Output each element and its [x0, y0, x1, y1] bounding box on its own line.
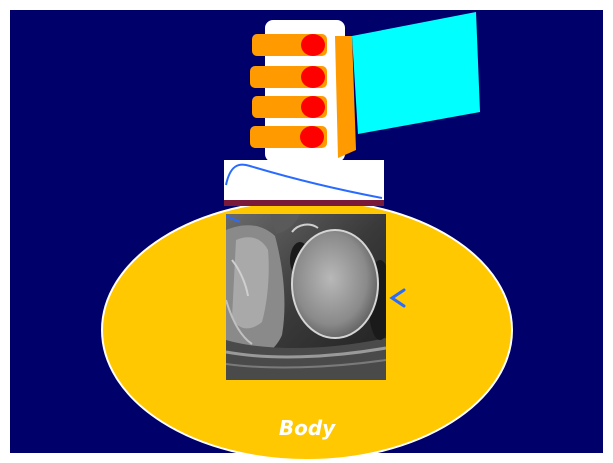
probe-band [224, 200, 384, 206]
ultrasound-image [226, 214, 392, 380]
finger [252, 96, 327, 118]
hand-icon [250, 20, 356, 162]
mass [292, 230, 378, 338]
finger [250, 126, 327, 148]
finger [252, 34, 327, 56]
ultrasound-probe-icon [224, 160, 384, 206]
body-label: Body [279, 416, 336, 440]
finger [250, 66, 327, 88]
